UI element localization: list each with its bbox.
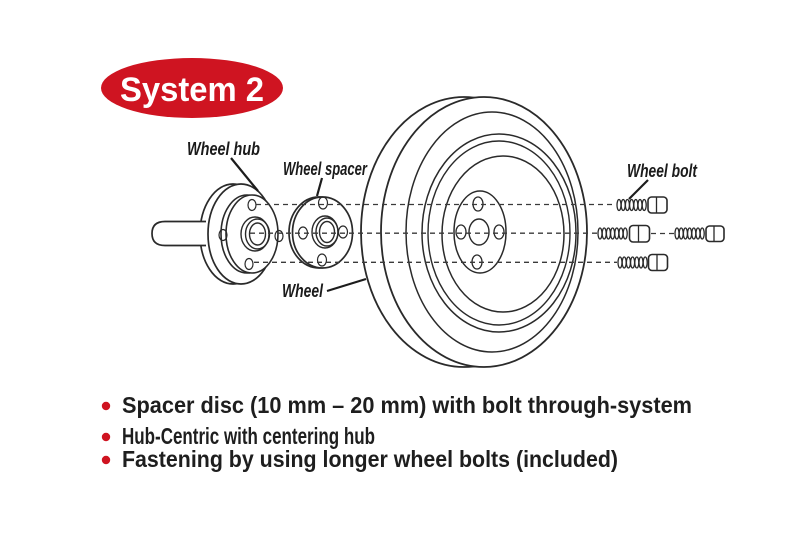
- bolt-middle-right-head: [705, 225, 725, 243]
- wheel-bolt-label: Wheel bolt: [627, 161, 698, 181]
- bullet-row: Spacer disc (10 mm – 20 mm) with bolt th…: [101, 392, 692, 418]
- spacer-bolt-hole-top: [317, 196, 329, 210]
- hub-face-front-ellipse: [225, 194, 279, 274]
- bolt-middle-right: [674, 225, 725, 243]
- bullet-text-3: Fastening by using longer wheel bolts (i…: [122, 446, 618, 472]
- wheel-hub-leader-line: [230, 157, 259, 192]
- badge-group: System 2: [101, 58, 283, 118]
- spacer-bolt-hole-right: [337, 225, 349, 239]
- bolt-top-head: [647, 196, 668, 214]
- bullet-text-1: Spacer disc (10 mm – 20 mm) with bolt th…: [122, 392, 692, 418]
- bullet-dot: [101, 455, 111, 465]
- badge-title: System 2: [120, 71, 264, 109]
- wheel-hub-face-ellipse: [453, 190, 507, 274]
- wheel-center-bore: [468, 218, 490, 246]
- badge-oval: [101, 58, 283, 118]
- bolt-middle-left-head: [628, 224, 651, 243]
- wheel-spacer-label: Wheel spacer: [283, 159, 368, 179]
- part-labels: Wheel hub Wheel spacer Wheel Wheel bolt: [187, 139, 698, 301]
- spacer-center-bore: [318, 220, 336, 244]
- wheel-sidewall-ellipse: [405, 111, 579, 353]
- wheel-label: Wheel: [282, 281, 324, 301]
- wheel-spacer-drawing: [288, 196, 354, 269]
- wheel-leader-line: [326, 277, 367, 293]
- bolt-bottom: [617, 253, 669, 272]
- feature-bullets: Spacer disc (10 mm – 20 mm) with bolt th…: [101, 392, 692, 472]
- wheel-drawing: [360, 96, 588, 368]
- bullet-row: Fastening by using longer wheel bolts (i…: [101, 446, 618, 472]
- wheel-hub-drawing: [151, 183, 284, 285]
- bullet-dot: [101, 432, 111, 442]
- hub-bore-ring-inner: [244, 218, 271, 250]
- hub-bolt-hole-right: [274, 229, 284, 243]
- bullet-dot: [101, 401, 111, 411]
- wheel-tire-front-ellipse: [380, 96, 588, 368]
- wheel-bolt-hole-right: [493, 224, 505, 240]
- wheel-bolt-leader-line: [628, 179, 649, 200]
- spacer-front-ellipse: [291, 196, 354, 269]
- wheel-bolts-drawing: [597, 196, 725, 272]
- center-lines: [250, 203, 675, 263]
- wheel-spacer-leader-line: [315, 177, 324, 197]
- spacer-bolt-hole-bottom: [316, 253, 328, 267]
- bullet-row: Hub-Centric with centering hub: [101, 423, 375, 449]
- wheel-hub-label: Wheel hub: [187, 139, 260, 159]
- bolt-bottom-head: [647, 253, 669, 272]
- hub-center-bore: [248, 222, 267, 246]
- wheel-dish-ellipse: [441, 155, 565, 313]
- bolt-middle-left: [597, 224, 651, 243]
- hub-bolt-hole-bottom: [244, 257, 254, 271]
- wheel-bolt-hole-left: [455, 224, 467, 240]
- hub-bolt-hole-left: [218, 228, 228, 242]
- axle-shaft: [151, 220, 206, 247]
- bullet-text-2: Hub-Centric with centering hub: [122, 423, 375, 449]
- bolt-top: [616, 196, 668, 214]
